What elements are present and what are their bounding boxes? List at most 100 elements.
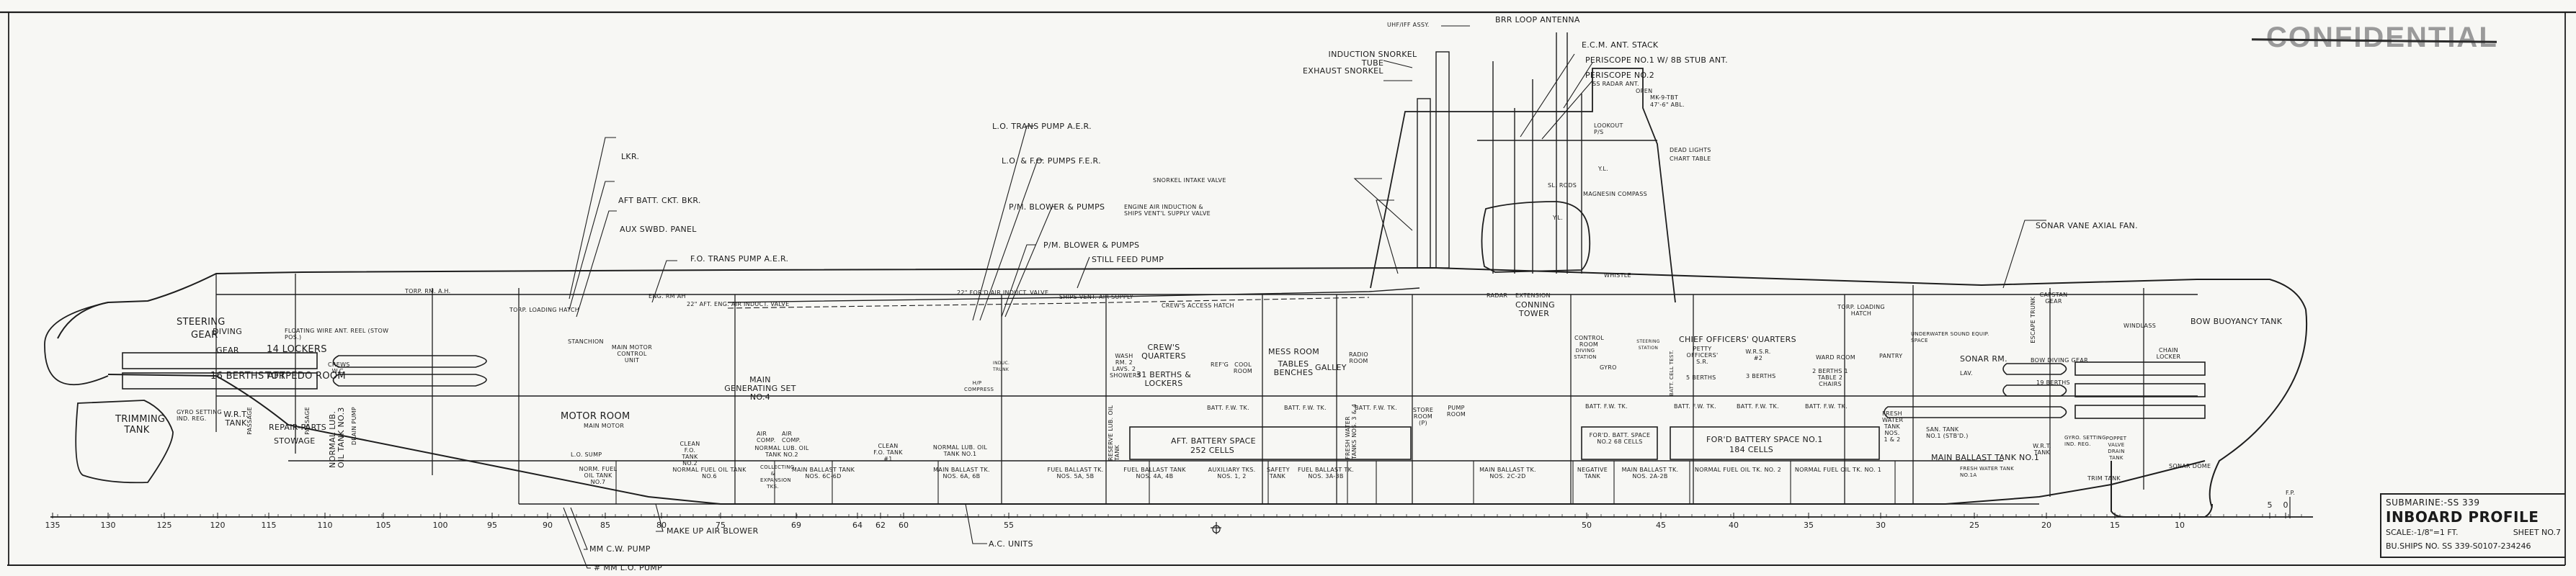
label-underwater-sound-space: UNDERWATER SOUND EQUIP. SPACE	[1911, 331, 1989, 343]
label-lav: LAV.	[1960, 370, 1973, 377]
label-batt-fw-tk-f4: BATT. F.W. TK.	[1805, 403, 1848, 410]
label-fresh-water-tank-1a: FRESH WATER TANK NO.1A	[1960, 466, 2014, 478]
callout-pm-blower-pumps-1: P/M. BLOWER & PUMPS	[1009, 202, 1105, 212]
callout-chart-table: CHART TABLE	[1670, 156, 1711, 162]
label-normal-fuel-oil-tank-6: NORMAL FUEL OIL TANK NO.6	[672, 467, 746, 480]
label-collecting-expansion-tks: COLLECTING & EXPANSION TKS.	[760, 464, 795, 490]
label-main-motor-control-unit: MAIN MOTOR CONTROL UNIT	[611, 344, 653, 364]
label-184-cells: 184 CELLS	[1729, 445, 1774, 454]
frame-label-90: 90	[543, 521, 553, 530]
label-clean-fo-tank-1: CLEAN F.O. TANK #1	[873, 443, 903, 462]
bow-outline	[2209, 309, 2308, 508]
frame-label-15: 15	[2110, 521, 2120, 530]
label-normal-fuel-oil-tk-1: NORMAL FUEL OIL TK. NO. 1	[1794, 467, 1882, 473]
label-diving: DIVING	[213, 327, 243, 336]
label-crews-quarters: CREW'S QUARTERS	[1141, 343, 1186, 361]
callout-aux-swbd-panel: AUX SWBD. PANEL	[620, 225, 697, 234]
masts	[1417, 32, 1582, 274]
drawing-scale: SCALE:-1/8"=1 FT.	[2386, 528, 2459, 537]
label-motor-room: MOTOR ROOM	[561, 411, 630, 422]
label-16-berths-aft: 16 BERTHS AFT	[210, 371, 285, 382]
label-norm-fuel-oil-tank-7: NORM. FUEL OIL TANK NO.7	[579, 466, 618, 485]
classification-stamp: CONFIDENTIAL	[2266, 22, 2498, 53]
callout-fo-trans-pump-aer: F.O. TRANS PUMP A.E.R.	[690, 254, 789, 264]
frame-label-0: 0	[2283, 500, 2288, 510]
label-fresh-water-tank-1-2: FRESH WATER TANK NOS. 1 & 2	[1882, 410, 1904, 443]
label-passage-1: PASSAGE	[246, 407, 253, 435]
bow-torpedo-tube-3	[2074, 405, 2206, 419]
frame-label-75: 75	[716, 521, 726, 530]
label-chief-officers-quarters: CHIEF OFFICERS' QUARTERS	[1679, 335, 1796, 344]
callout-lo-trans-pump-aer: L.O. TRANS PUMP A.E.R.	[992, 122, 1092, 131]
label-main-ballast-2c-2d: MAIN BALLAST TK. NOS. 2C-2D	[1479, 467, 1536, 480]
frame-label-10: 10	[2175, 521, 2185, 530]
submarine-id: SUBMARINE:-SS 339	[2386, 498, 2480, 508]
label-radar: RADAR	[1487, 292, 1508, 299]
label-gyro-setting-aft: GYRO SETTING IND. REG.	[177, 409, 222, 422]
aft-torpedo-2	[332, 374, 487, 387]
label-lo-sump: L.O. SUMP	[571, 451, 602, 458]
label-fuel-ballast-4a-4b: FUEL BALLAST TANK NOS. 4A, 4B	[1123, 467, 1186, 480]
label-fuel-ballast-3a-3b: FUEL BALLAST TK. NOS. 3A-3B	[1297, 467, 1355, 480]
callout-engine-air-induction: ENGINE AIR INDUCTION & SHIPS VENT'L SUPP…	[1124, 204, 1211, 217]
label-main-ballast-6c-6d: MAIN BALLAST TANK NOS. 6C-6D	[791, 467, 855, 480]
frame-label-60: 60	[899, 521, 909, 530]
callout-induction-snorkel: INDUCTION SNORKEL TUBE	[1328, 50, 1417, 68]
callout-yl-upper: Y.L.	[1598, 166, 1609, 172]
callout-dead-lights: DEAD LIGHTS	[1670, 147, 1711, 153]
label-sonar-room: SONAR RM.	[1960, 354, 2007, 364]
label-induc-trunk: INDUC. TRUNK	[993, 361, 1010, 372]
callout-yl-lower: Y.L.	[1553, 215, 1564, 221]
label-extension: EXTENSION	[1515, 292, 1551, 299]
label-pantry: PANTRY	[1879, 353, 1903, 359]
label-batt-fw-tk-a3: BATT. F.W. TK.	[1355, 405, 1397, 411]
label-main-ballast-6a-6b: MAIN BALLAST TK. NOS. 6A, 6B	[933, 467, 990, 480]
callout-lo-fo-pumps-fer: L.O. & F.O. PUMPS F.E.R.	[1002, 156, 1101, 166]
callout-brr-loop-antenna: BRR LOOP ANTENNA	[1495, 15, 1580, 24]
label-air-comp-2: AIR COMP.	[782, 431, 801, 444]
frame-label-62: 62	[875, 521, 886, 530]
bow-torpedo-tube-2	[2074, 383, 2206, 397]
frame-label-115: 115	[261, 521, 277, 530]
frame-label-100: 100	[432, 521, 448, 530]
label-normal-lub-oil-tank-1: NORMAL LUB. OIL TANK NO.1	[932, 444, 988, 457]
callout-magnesin-compass: MAGNESIN COMPASS	[1583, 191, 1647, 197]
callout-ford-air-induct-valve: 22" FOR'D AIR INDUCT. VALVE	[957, 289, 1049, 296]
label-passage-2: PASSAGE	[304, 407, 311, 435]
label-store-room: STORE ROOM (P)	[1412, 407, 1434, 426]
callout-still-feed-pump: STILL FEED PUMP	[1092, 255, 1164, 264]
label-refg: REF'G	[1211, 361, 1229, 368]
bulkheads	[215, 274, 2144, 504]
label-radio-room: RADIO ROOM	[1348, 351, 1369, 364]
callout-stanchion: STANCHION	[568, 338, 604, 345]
sheet-number: SHEET NO.7	[2513, 528, 2561, 537]
label-pump-room: PUMP ROOM	[1446, 405, 1466, 418]
frame-label-5: 5	[2267, 500, 2273, 510]
frame-label-105: 105	[375, 521, 391, 530]
bow-torpedo-3	[1884, 406, 2067, 418]
callout-mm-cw-pump: MM C.W. PUMP	[589, 544, 651, 554]
label-auxiliary-tks-1-2: AUXILIARY TKS. NOS. 1, 2	[1208, 467, 1256, 480]
label-5-berths: 5 BERTHS	[1686, 374, 1716, 381]
callout-periscope-2: PERISCOPE NO.2	[1585, 71, 1655, 80]
frame-label-55: 55	[1004, 521, 1014, 530]
label-31-berths-lockers: 31 BERTHS & LOCKERS	[1136, 370, 1192, 388]
label-windlass: WINDLASS	[2123, 323, 2157, 329]
label-reserve-lub-oil-tank: RESERVE LUB. OIL TANK	[1107, 405, 1120, 461]
tank-divisions	[615, 461, 1896, 504]
label-steering: STEERING	[177, 317, 226, 328]
callout-torp-loading-hatch-fwd: TORP. LOADING HATCH	[1837, 304, 1885, 317]
label-3-berths: 3 BERTHS	[1746, 373, 1776, 379]
frame-label-69: 69	[791, 521, 801, 530]
hull-deck-line	[57, 266, 2307, 339]
label-trimming-tank: TRIMMING TANK	[115, 414, 166, 436]
callout-aft-eng-air-induct-valve: 22" AFT. ENG. AIR INDUCT. VALVE	[687, 301, 790, 307]
frame-label-130: 130	[100, 521, 116, 530]
label-main-motor: MAIN MOTOR	[584, 423, 625, 429]
callout-aft-batt-ckt-bkr: AFT BATT. CKT. BKR.	[618, 196, 701, 205]
frame-label-80: 80	[656, 521, 667, 530]
callout-crews-access-hatch: CREW'S ACCESS HATCH	[1162, 302, 1234, 309]
label-tables-benches: TABLES BENCHES	[1273, 359, 1314, 377]
label-main-ballast-tank-1: MAIN BALLAST TANK NO.1	[1931, 453, 2040, 462]
